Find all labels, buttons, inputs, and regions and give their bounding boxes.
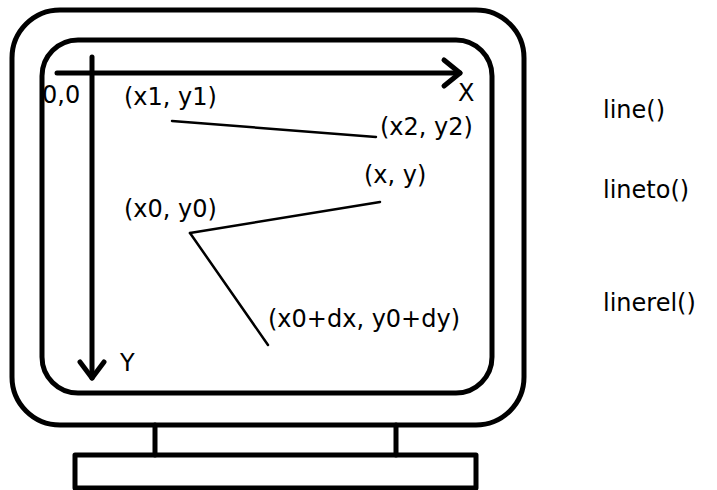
function-name: linerel() [603, 290, 696, 316]
lineto-segment [190, 202, 380, 233]
stand-neck [153, 425, 158, 455]
stand-base [75, 455, 476, 488]
x-axis [57, 71, 460, 76]
line-segment [172, 121, 376, 137]
point-label: (x0+dx, y0+dy) [268, 306, 460, 332]
monitor-screen [42, 40, 492, 393]
linerel-segment [190, 233, 268, 345]
function-name: line() [603, 97, 665, 123]
point-label: (x2, y2) [380, 114, 473, 140]
point-label: (x1, y1) [124, 84, 217, 110]
x-axis-arrowhead [444, 60, 460, 86]
axis-label: Y [120, 350, 135, 376]
y-axis [90, 57, 95, 378]
axis-label: X [458, 80, 474, 106]
origin-label: 0,0 [42, 82, 80, 108]
function-name: lineto() [603, 177, 689, 203]
point-label: (x0, y0) [124, 196, 217, 222]
y-axis-arrowhead [80, 362, 104, 378]
point-label: (x, y) [364, 162, 426, 188]
monitor-housing [12, 10, 524, 425]
stand-neck [394, 425, 399, 455]
